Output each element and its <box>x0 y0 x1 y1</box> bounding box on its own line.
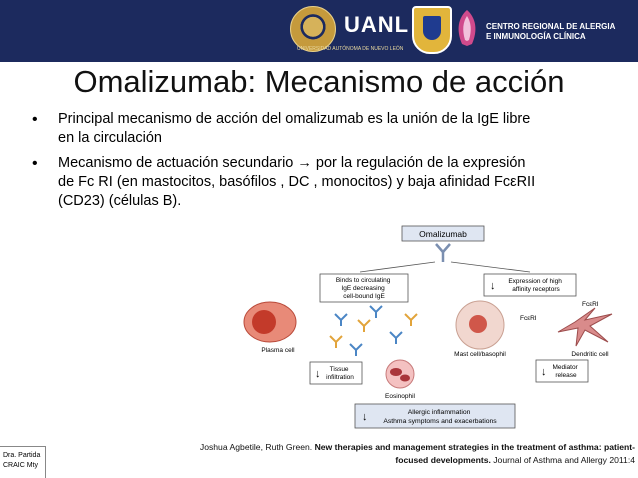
allergy-center-logo <box>458 10 476 46</box>
faculty-shield-logo <box>412 6 452 54</box>
bullet-dot-icon: • <box>32 111 38 128</box>
dendritic-cell-label: Dendritic cell <box>571 351 609 358</box>
allergic-inflammation-box <box>354 403 516 429</box>
fceri-label: FcεRI <box>520 315 537 322</box>
citation-authors: Joshua Agbetile, Ruth Green. <box>199 442 315 452</box>
bullet-text-line: en la circulación <box>58 130 162 146</box>
citation-line-2: focused developments. Journal of Asthma … <box>150 454 635 467</box>
receptor-expression-line: Expression of high <box>508 278 562 285</box>
bullet-item: • Principal mecanismo de acción del omal… <box>30 110 620 148</box>
bullet-text-line: de Fc RI (en mastocitos, basófilos , DC … <box>58 174 536 190</box>
omalizumab-box <box>401 225 485 242</box>
eosinophil-nucleus-icon <box>400 374 410 382</box>
author-box: Dra. Partida CRAIC Mty <box>0 446 46 478</box>
arrow-right <box>450 261 531 273</box>
university-seal-logo <box>290 6 336 52</box>
mediator-line: release <box>555 372 577 379</box>
mediator-release-text: Mediator release <box>552 364 579 379</box>
bullet-text-line: Mecanismo de actuación secundario → por … <box>58 155 526 171</box>
bullet-item: • Mecanismo de actuación secundario → po… <box>30 154 620 211</box>
decrease-arrow-icon: ↓ <box>541 366 547 378</box>
mediator-release-box <box>535 359 589 383</box>
bullet-text-line: Principal mecanismo de acción del omaliz… <box>58 111 531 127</box>
citation-line-1: Joshua Agbetile, Ruth Green. New therapi… <box>150 441 635 454</box>
tissue-infiltration-box <box>309 361 363 385</box>
bullet-dot-icon: • <box>32 155 38 172</box>
omalizumab-molecules-icon <box>329 313 418 348</box>
citation-journal: Journal of Asthma and Allergy 2011:4 <box>490 455 635 465</box>
receptor-expression-text: Expression of high affinity receptors <box>508 278 563 293</box>
decrease-arrow-icon: ↓ <box>315 368 321 380</box>
binds-ige-line: IgE decreasing <box>341 285 385 292</box>
dendritic-cell-icon <box>557 307 613 347</box>
decrease-arrow-icon: ↓ <box>362 411 368 423</box>
mechanism-diagram: Omalizumab Binds to circulating IgE decr… <box>240 222 638 435</box>
fceri-label-dc: FcεRI <box>582 301 599 308</box>
citation: Joshua Agbetile, Ruth Green. New therapi… <box>150 441 635 467</box>
tissue-infiltration-text: Tissue infiltration <box>326 366 354 381</box>
antibody-icon <box>435 243 451 262</box>
arrow-left <box>359 261 436 273</box>
author-name: Dra. Partida <box>3 452 41 459</box>
mast-cell-nucleus-icon <box>469 315 487 333</box>
eosinophil-nucleus-icon <box>390 368 402 376</box>
receptor-expression-line: affinity receptors <box>512 286 560 293</box>
omalizumab-label: Omalizumab <box>419 229 467 239</box>
binds-ige-line: Binds to circulating <box>336 277 391 284</box>
receptor-expression-box <box>483 273 577 297</box>
binds-ige-text: Binds to circulating IgE decreasing cell… <box>336 277 392 300</box>
center-name-line2: E INMUNOLOGÍA CLÍNICA <box>486 32 586 41</box>
bullet-list: • Principal mecanismo de acción del omal… <box>30 110 620 217</box>
inflammation-line: Allergic inflammation <box>408 409 471 416</box>
university-name: UANL <box>344 12 410 37</box>
tissue-line: Tissue <box>330 366 349 373</box>
decrease-arrow-icon: ↓ <box>490 280 496 292</box>
binds-ige-box <box>319 273 409 303</box>
plasma-cell-label: Plasma cell <box>261 347 295 354</box>
allergy-center-name: CENTRO REGIONAL DE ALERGIA E INMUNOLOGÍA… <box>486 22 615 42</box>
mediator-line: Mediator <box>552 364 578 371</box>
inflammation-line: Asthma symptoms and exacerbations <box>383 418 497 425</box>
slide-title: Omalizumab: Mecanismo de acción <box>73 64 565 99</box>
binds-ige-line: cell-bound IgE <box>343 293 385 300</box>
citation-title-cont: focused developments. <box>395 455 491 465</box>
citation-title: New therapies and management strategies … <box>314 442 635 452</box>
plasma-cell-nucleus-icon <box>252 310 276 334</box>
allergic-inflammation-text: Allergic inflammation Asthma symptoms an… <box>383 409 497 425</box>
eosinophil-label: Eosinophil <box>385 393 416 400</box>
author-affiliation: CRAIC Mty <box>3 462 38 469</box>
header-bar: UANL UNIVERSIDAD AUTÓNOMA DE NUEVO LEÓN … <box>0 0 638 62</box>
bullet-text-line: (CD23) (células B). <box>58 193 182 209</box>
tissue-line: infiltration <box>326 374 354 381</box>
center-name-line1: CENTRO REGIONAL DE ALERGIA <box>486 22 616 31</box>
university-subtitle: UNIVERSIDAD AUTÓNOMA DE NUEVO LEÓN <box>297 46 404 52</box>
mast-cell-label: Mast cell/basophil <box>454 351 506 358</box>
ige-molecules-icon <box>334 305 403 356</box>
